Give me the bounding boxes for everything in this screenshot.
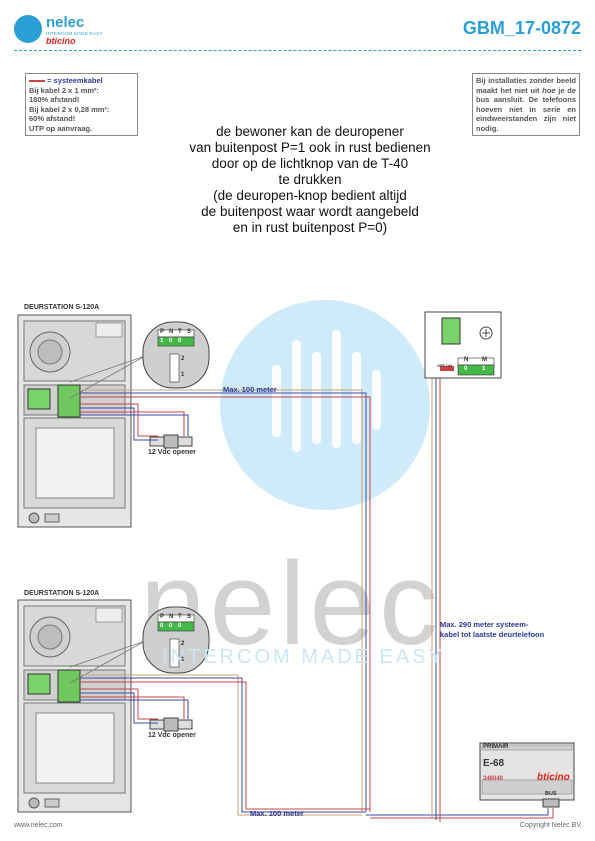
station-top-title: DEURSTATION S-120A: [24, 304, 100, 311]
door-opener-top: [149, 434, 193, 449]
instruction-line: te drukken: [278, 172, 342, 187]
cable-label-right-1: Max. 290 meter systeem-: [440, 620, 529, 629]
door-station-bottom: [17, 599, 132, 813]
switch-bottom-1: 1: [181, 657, 185, 663]
instruction-line: de bewoner kan de deuropener: [216, 124, 404, 139]
psu-primair: PRIMAIR: [483, 744, 509, 750]
bus-note-emphasis: hoe: [542, 85, 556, 95]
doc-code: GBM_17-0872: [462, 18, 581, 38]
handset-t40: [424, 311, 502, 379]
handset-dip-n: N: [464, 357, 469, 363]
footer-website: www.nelec.com: [14, 822, 63, 829]
cable-legend-swatch: [29, 80, 45, 83]
dip-top-p-value: 1: [160, 338, 164, 344]
instruction-text: de bewoner kan de deuropener van buitenp…: [100, 124, 520, 236]
cables-bottom: [80, 674, 370, 816]
bus-note-text-1: Bij installaties zonder beeld maakt het …: [476, 76, 576, 95]
handset-dip-n-value: 0: [464, 366, 468, 372]
psu-brand: bticino: [537, 772, 570, 783]
bus-note: Bij installaties zonder beeld maakt het …: [472, 73, 580, 136]
dip-bottom-n: N: [169, 614, 174, 620]
handset-dip-m-value: 1: [482, 366, 486, 372]
dip-bottom-t-value: 0: [178, 623, 182, 629]
dip-top-p: P: [160, 329, 165, 335]
cable-note-line: 180% afstand!: [29, 95, 80, 104]
cable-label-bottom: Max. 100 meter: [250, 809, 304, 818]
psu-model: E-68: [483, 758, 505, 769]
dip-callout-bottom: [69, 606, 210, 684]
dip-bottom-n-value: 0: [169, 623, 173, 629]
header-divider: [14, 50, 581, 51]
dip-bottom-p: P: [160, 614, 165, 620]
dip-top-t-value: 0: [178, 338, 182, 344]
instruction-line: van buitenpost P=1 ook in rust bedienen: [189, 140, 431, 155]
bus-note-text-2: je de bus aansluit. De telefoons hoeven …: [476, 85, 576, 133]
watermark-tagline: INTERCOM MADE EASY: [162, 646, 445, 668]
switch-bottom-2: 2: [181, 641, 185, 647]
door-station-top: [17, 314, 132, 528]
psu-bus: BUS: [545, 791, 557, 797]
cable-note-line: Bij kabel 2 x 1 mm²:: [29, 85, 100, 95]
nelec-logo-icon: [14, 15, 42, 43]
handset-off-on: OFF ON: [437, 363, 453, 368]
dip-callout-top: [69, 321, 210, 399]
cables-bus: [366, 330, 554, 822]
handset-dip-m: M: [482, 357, 487, 363]
footer-copyright: Copyright Nelec BV: [519, 822, 581, 829]
dip-top-s: S: [187, 329, 192, 335]
cable-note-line: UTP op aanvraag.: [29, 123, 93, 133]
instruction-line: de buitenpost waar wordt aangebeld: [201, 204, 419, 219]
instruction-line: door op de lichtknop van de T-40: [211, 156, 409, 171]
switch-top-2: 2: [181, 356, 185, 362]
switch-top-1: 1: [181, 372, 185, 378]
dip-top-t: T: [178, 329, 182, 335]
door-opener-bottom: [149, 717, 193, 732]
brand-tagline: INTERCOM MADE EASY: [46, 31, 103, 36]
cable-label-right-2: kabel tot laatste deurtelefoon: [440, 630, 545, 639]
power-supply-e68: [479, 742, 575, 808]
cable-note-line: 60% afstand!: [29, 114, 76, 123]
brand-name: nelec: [46, 14, 85, 31]
dip-top-n-value: 0: [169, 338, 173, 344]
dip-bottom-t: T: [178, 614, 182, 620]
cable-legend-text: = systeemkabel: [47, 76, 103, 85]
dip-bottom-s: S: [187, 614, 192, 620]
watermark-bars: [272, 330, 381, 452]
cables-top: [80, 389, 371, 812]
psu-code: 346040: [483, 776, 504, 782]
brand-logo: nelec INTERCOM MADE EASY bticino: [14, 12, 104, 46]
dip-bottom-p-value: 0: [160, 623, 164, 629]
brand-sub: bticino: [46, 36, 76, 46]
station-bottom-title: DEURSTATION S-120A: [24, 590, 100, 597]
watermark-circle: [220, 300, 430, 510]
cable-label-top: Max. 100 meter: [223, 385, 277, 394]
opener-top-label: 12 Vdc opener: [148, 449, 196, 456]
dip-top-n: N: [169, 329, 174, 335]
instruction-line: (de deuropen-knop bedient altijd: [213, 188, 407, 203]
cable-note: = systeemkabel Bij kabel 2 x 1 mm²: 180%…: [25, 73, 138, 136]
opener-bottom-label: 12 Vdc opener: [148, 732, 196, 739]
cable-note-line: Bij kabel 2 x 0,28 mm²:: [29, 104, 110, 114]
instruction-line: en in rust buitenpost P=0): [232, 220, 388, 235]
